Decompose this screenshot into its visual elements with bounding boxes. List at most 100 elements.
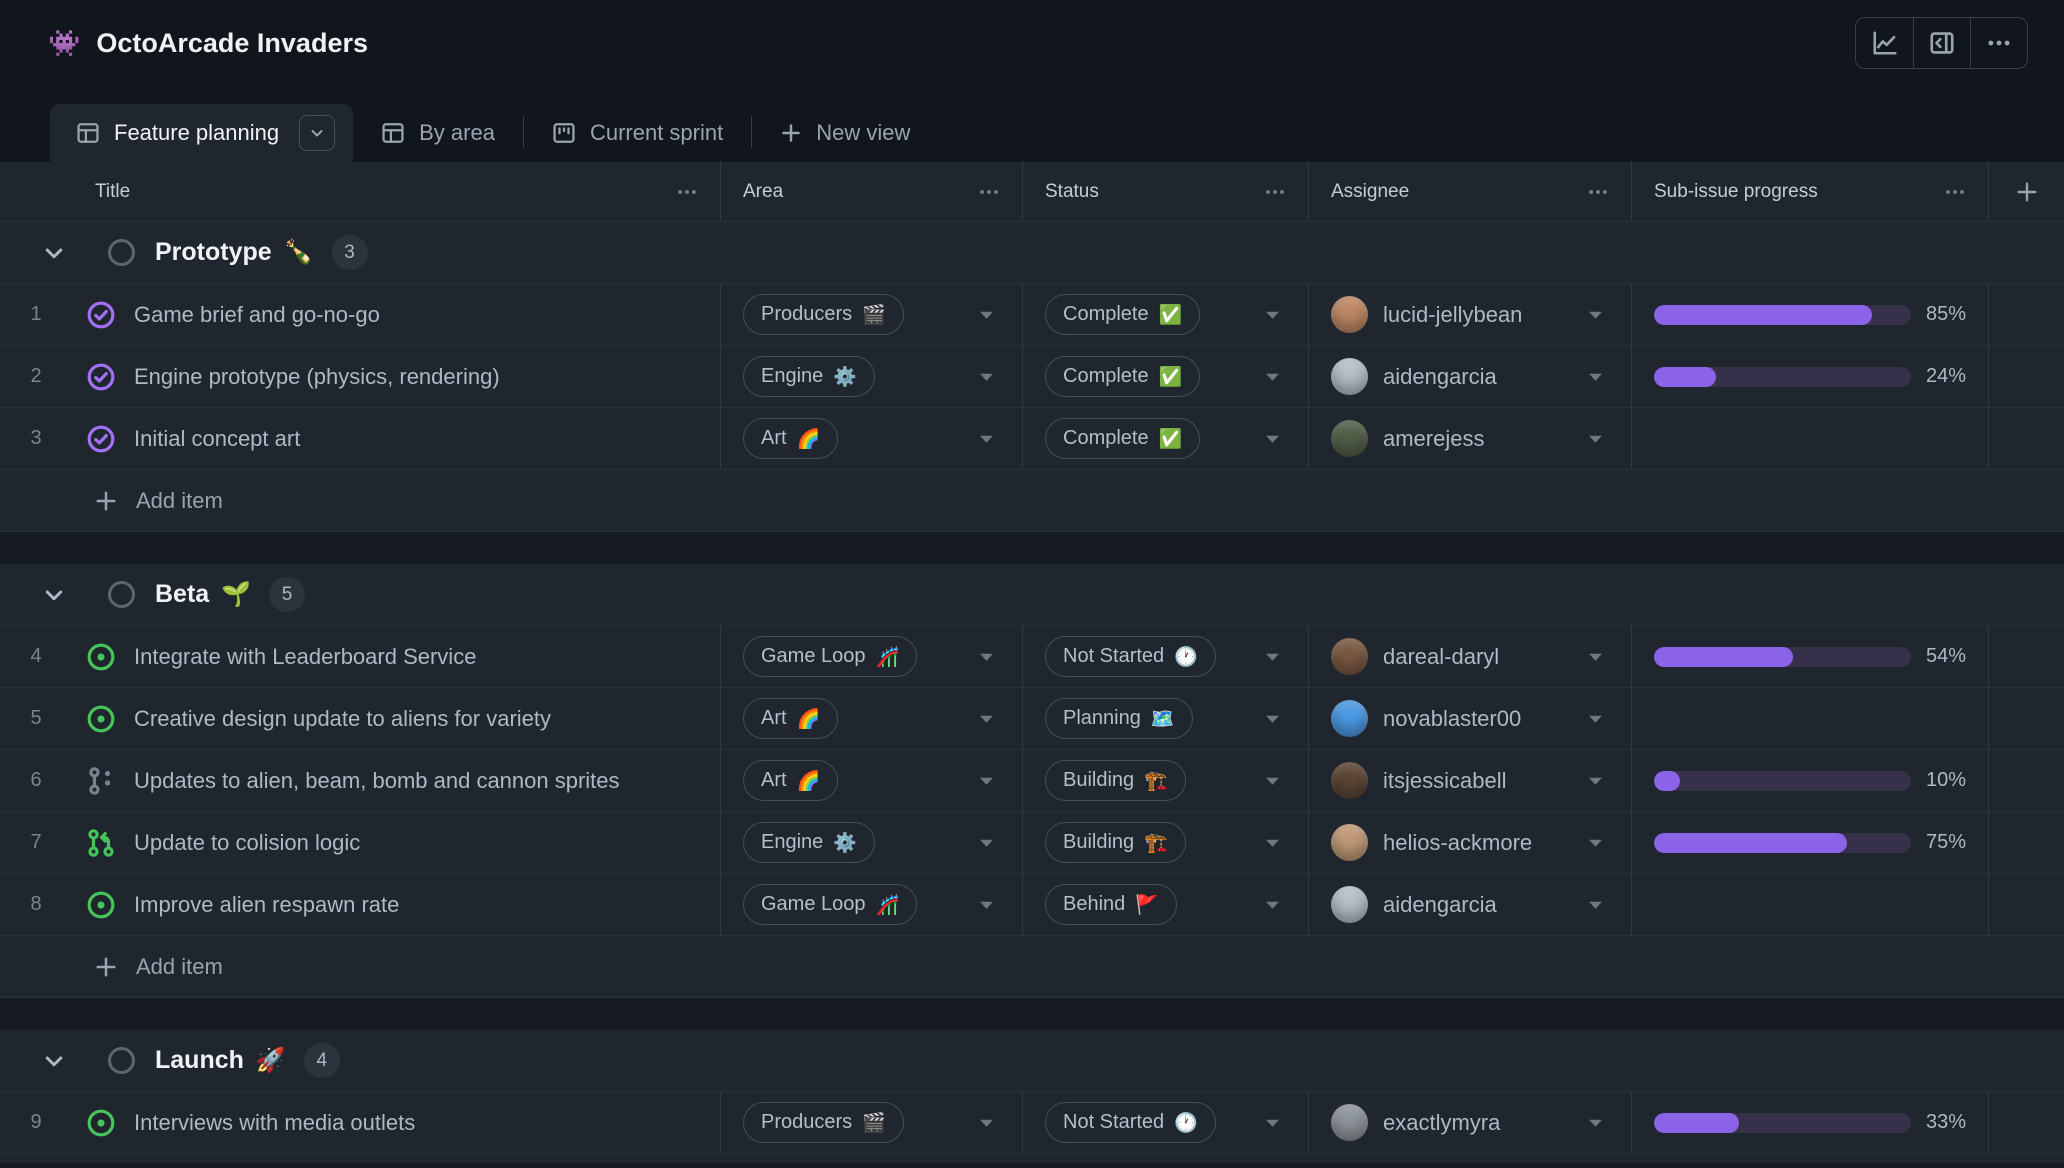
column-header-area[interactable]: Area (720, 162, 1022, 221)
status-pill[interactable]: Building 🏗️ (1045, 822, 1186, 863)
status-pill[interactable]: Not Started 🕐 (1045, 636, 1216, 677)
dropdown-caret-icon[interactable] (1580, 309, 1609, 321)
dropdown-caret-icon[interactable] (1580, 433, 1609, 445)
area-pill[interactable]: Art 🌈 (743, 418, 838, 459)
assignee-cell[interactable]: novablaster00 (1308, 688, 1631, 749)
status-cell[interactable]: Behind 🚩 (1022, 874, 1308, 935)
assignee-cell[interactable]: dareal-daryl (1308, 626, 1631, 687)
assignee-cell[interactable]: lucid-jellybean (1308, 284, 1631, 345)
status-cell[interactable]: Complete ✅ (1022, 408, 1308, 469)
assignee-cell[interactable]: aidengarcia (1308, 346, 1631, 407)
assignee-cell[interactable]: exactlymyra (1308, 1092, 1631, 1153)
issue-title[interactable]: Interviews with media outlets (134, 1110, 415, 1136)
dropdown-caret-icon[interactable] (971, 837, 1000, 849)
area-pill[interactable]: Art 🌈 (743, 760, 838, 801)
issue-title[interactable]: Initial concept art (134, 426, 300, 452)
dropdown-caret-icon[interactable] (1257, 1117, 1286, 1129)
dropdown-caret-icon[interactable] (1580, 651, 1609, 663)
dropdown-caret-icon[interactable] (1257, 775, 1286, 787)
dropdown-caret-icon[interactable] (1257, 837, 1286, 849)
column-header-status[interactable]: Status (1022, 162, 1308, 221)
table-row[interactable]: 6 Updates to alien, beam, bomb and canno… (0, 750, 2064, 812)
assignee-cell[interactable]: aidengarcia (1308, 874, 1631, 935)
area-cell[interactable]: Game Loop 🎢 (720, 626, 1022, 687)
dropdown-caret-icon[interactable] (1257, 309, 1286, 321)
issue-title[interactable]: Game brief and go-no-go (134, 302, 380, 328)
area-cell[interactable]: Engine ⚙️ (720, 812, 1022, 873)
tab-by-area[interactable]: By area (353, 104, 523, 162)
column-header-assignee[interactable]: Assignee (1308, 162, 1631, 221)
area-pill[interactable]: Producers 🎬 (743, 294, 904, 335)
area-cell[interactable]: Art 🌈 (720, 408, 1022, 469)
area-pill[interactable]: Engine ⚙️ (743, 356, 875, 397)
issue-title[interactable]: Improve alien respawn rate (134, 892, 399, 918)
tab-options-caret-button[interactable] (299, 115, 335, 151)
dropdown-caret-icon[interactable] (971, 775, 1000, 787)
insights-button[interactable] (1856, 18, 1913, 68)
issue-title[interactable]: Engine prototype (physics, rendering) (134, 364, 500, 390)
status-pill[interactable]: Building 🏗️ (1045, 760, 1186, 801)
collapse-group-chevron-icon[interactable] (42, 241, 66, 265)
dropdown-caret-icon[interactable] (971, 1117, 1000, 1129)
side-panel-button[interactable] (1913, 18, 1970, 68)
area-pill[interactable]: Producers 🎬 (743, 1102, 904, 1143)
area-cell[interactable]: Producers 🎬 (720, 1092, 1022, 1153)
table-row[interactable]: 5 Creative design update to aliens for v… (0, 688, 2064, 750)
column-menu-icon[interactable] (1587, 181, 1609, 203)
dropdown-caret-icon[interactable] (1580, 1117, 1609, 1129)
table-row[interactable]: 3 Initial concept art Art 🌈 Complete ✅ a… (0, 408, 2064, 470)
issue-title[interactable]: Creative design update to aliens for var… (134, 706, 551, 732)
issue-title[interactable]: Updates to alien, beam, bomb and cannon … (134, 768, 620, 794)
dropdown-caret-icon[interactable] (971, 899, 1000, 911)
tab-feature-planning[interactable]: Feature planning (50, 104, 353, 162)
area-cell[interactable]: Engine ⚙️ (720, 346, 1022, 407)
dropdown-caret-icon[interactable] (1580, 371, 1609, 383)
column-menu-icon[interactable] (1944, 181, 1966, 203)
area-pill[interactable]: Game Loop 🎢 (743, 636, 917, 677)
dropdown-caret-icon[interactable] (971, 713, 1000, 725)
status-pill[interactable]: Not Started 🕐 (1045, 1102, 1216, 1143)
dropdown-caret-icon[interactable] (1257, 713, 1286, 725)
dropdown-caret-icon[interactable] (1257, 371, 1286, 383)
issue-title[interactable]: Update to colision logic (134, 830, 360, 856)
status-cell[interactable]: Not Started 🕐 (1022, 1092, 1308, 1153)
dropdown-caret-icon[interactable] (1580, 899, 1609, 911)
table-row[interactable]: 7 Update to colision logic Engine ⚙️ Bui… (0, 812, 2064, 874)
dropdown-caret-icon[interactable] (971, 433, 1000, 445)
add-column-button[interactable] (1988, 162, 2064, 221)
area-cell[interactable]: Art 🌈 (720, 750, 1022, 811)
status-pill[interactable]: Complete ✅ (1045, 356, 1200, 397)
dropdown-caret-icon[interactable] (971, 651, 1000, 663)
collapse-group-chevron-icon[interactable] (42, 583, 66, 607)
area-cell[interactable]: Game Loop 🎢 (720, 874, 1022, 935)
column-header-progress[interactable]: Sub-issue progress (1631, 162, 1988, 221)
dropdown-caret-icon[interactable] (1257, 433, 1286, 445)
status-cell[interactable]: Complete ✅ (1022, 284, 1308, 345)
status-pill[interactable]: Planning 🗺️ (1045, 698, 1193, 739)
status-pill[interactable]: Complete ✅ (1045, 418, 1200, 459)
tab-current-sprint[interactable]: Current sprint (524, 104, 751, 162)
more-options-button[interactable] (1970, 18, 2027, 68)
area-pill[interactable]: Art 🌈 (743, 698, 838, 739)
status-cell[interactable]: Building 🏗️ (1022, 812, 1308, 873)
table-row[interactable]: 8 Improve alien respawn rate Game Loop 🎢… (0, 874, 2064, 936)
dropdown-caret-icon[interactable] (971, 309, 1000, 321)
area-cell[interactable]: Art 🌈 (720, 688, 1022, 749)
dropdown-caret-icon[interactable] (1257, 651, 1286, 663)
status-cell[interactable]: Complete ✅ (1022, 346, 1308, 407)
add-item-button[interactable]: Add item (0, 470, 2064, 532)
add-item-button[interactable]: Add item (0, 936, 2064, 998)
table-row[interactable]: 9 Interviews with media outlets Producer… (0, 1092, 2064, 1154)
status-pill[interactable]: Complete ✅ (1045, 294, 1200, 335)
dropdown-caret-icon[interactable] (1580, 775, 1609, 787)
dropdown-caret-icon[interactable] (1580, 713, 1609, 725)
column-menu-icon[interactable] (676, 181, 698, 203)
status-cell[interactable]: Not Started 🕐 (1022, 626, 1308, 687)
assignee-cell[interactable]: helios-ackmore (1308, 812, 1631, 873)
column-menu-icon[interactable] (978, 181, 1000, 203)
dropdown-caret-icon[interactable] (1257, 899, 1286, 911)
issue-title[interactable]: Integrate with Leaderboard Service (134, 644, 476, 670)
assignee-cell[interactable]: amerejess (1308, 408, 1631, 469)
table-row[interactable]: 4 Integrate with Leaderboard Service Gam… (0, 626, 2064, 688)
status-cell[interactable]: Planning 🗺️ (1022, 688, 1308, 749)
